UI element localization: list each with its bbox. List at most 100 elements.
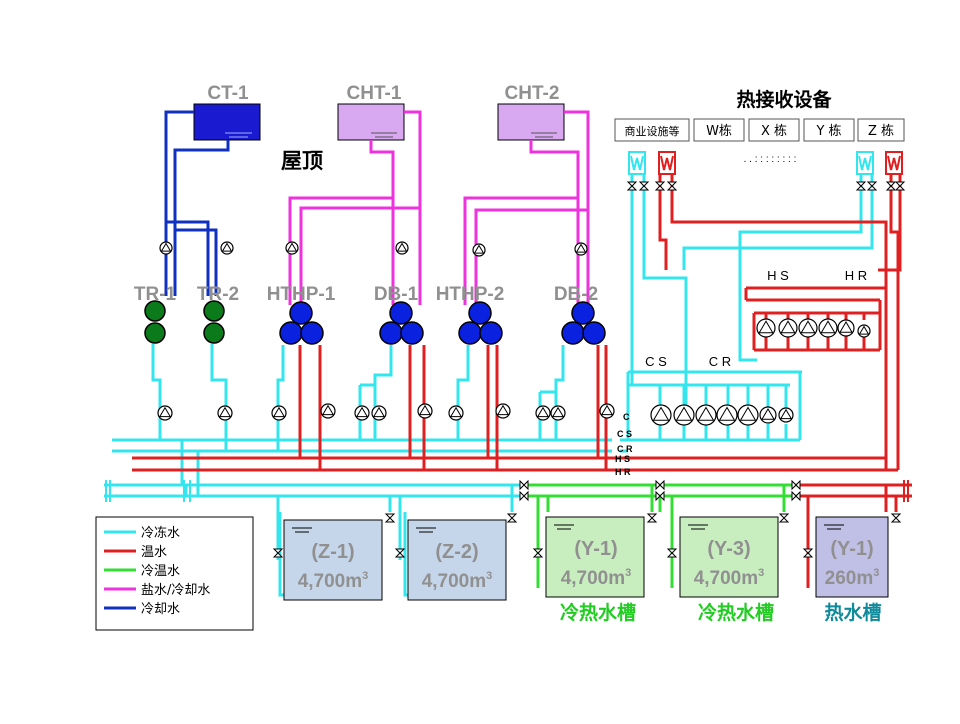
pump-icon (778, 318, 798, 338)
cht1-label: CHT-1 (347, 83, 402, 104)
valve-icon (866, 181, 878, 191)
tr1-label: TR-1 (134, 284, 177, 305)
building-boxes: 商业设施等 W栋 X 栋 Y 栋 Z 栋 (614, 118, 905, 142)
valve-icon (655, 490, 665, 502)
roof-label: 屋顶 (281, 149, 323, 173)
heat-exchanger-icons (628, 151, 903, 175)
tank-id: (Z-2) (435, 541, 478, 563)
valve-icon (778, 513, 790, 523)
db1-unit (379, 301, 424, 345)
tank-volume: 260m3 (825, 567, 880, 589)
building-label: W栋 (706, 123, 732, 139)
valve-icon (654, 181, 666, 191)
valve-icon (802, 548, 814, 558)
hs-header-label: H S (767, 268, 789, 283)
pump-icon (857, 324, 871, 338)
valve-icon (666, 548, 678, 558)
hthp1-unit (279, 301, 324, 345)
tank-volume: 4,700m3 (422, 570, 493, 592)
hr-header-label: H R (845, 268, 867, 283)
pump-icon (354, 405, 370, 421)
line-label-c: C (623, 412, 630, 422)
pump-icon (759, 406, 777, 424)
pump-icon (574, 242, 588, 256)
pump-icon (756, 318, 776, 338)
cs-header-label: C S (645, 354, 667, 369)
hthp2-unit (458, 301, 503, 345)
pump-icon (417, 403, 433, 419)
tank-id: (Y-1) (574, 538, 617, 560)
pump-icon (737, 404, 759, 426)
brine-pipes (288, 110, 590, 305)
valve-icon (394, 548, 406, 558)
valve-icon (890, 513, 902, 523)
storage-tank-y1: (Y-1) 4,700m3 (545, 516, 645, 598)
pump-icon (673, 404, 695, 426)
valve-icon (519, 490, 529, 502)
pump-icon (371, 405, 387, 421)
pump-icon (285, 241, 299, 255)
line-label-cs: C S (617, 429, 632, 439)
pump-icon (159, 241, 173, 255)
valve-icon (532, 548, 544, 558)
storage-tank-z2: (Z-2) 4,700m3 (407, 519, 507, 601)
storage-tank-y3: (Y-3) 4,700m3 (679, 516, 779, 598)
building-hot-pipes (658, 174, 902, 470)
tank-cht2: CHT-2 (497, 83, 565, 141)
pump-icon (157, 405, 173, 421)
valve-icon (855, 181, 867, 191)
ellipsis-dots: . . : : : : : : : : (744, 154, 797, 165)
valve-icon (519, 479, 529, 491)
tank-caption: 冷热水槽 (698, 601, 774, 624)
pump-icon (271, 405, 287, 421)
valve-icon (626, 181, 638, 191)
valve-icon (894, 181, 906, 191)
pump-icon (837, 319, 855, 337)
valve-icon (791, 479, 801, 491)
building-label: Z 栋 (868, 123, 894, 139)
cooling-tower-ct1: CT-1 (193, 83, 261, 141)
tr2-unit (203, 300, 225, 344)
pump-icon (798, 318, 818, 338)
line-label-hs: H S (615, 454, 630, 464)
heat-receiving-title: 热接收设备 (736, 88, 832, 111)
tr2-label: TR-2 (197, 284, 239, 305)
pipe-end-caps (105, 480, 909, 502)
cooling-water-pipes (164, 110, 230, 296)
tank-caption: 冷热水槽 (560, 601, 636, 624)
pump-icon (695, 404, 717, 426)
legend-label: 冷冻水 (141, 525, 180, 541)
main-line-labels: C C S C R H S H R (615, 412, 633, 477)
pump-icon (716, 404, 738, 426)
pump-icon (395, 241, 409, 255)
tank-caption: 热水槽 (824, 601, 881, 624)
tank-cht1: CHT-1 (337, 83, 405, 141)
ct1-label: CT-1 (207, 83, 249, 104)
valve-icon (791, 490, 801, 502)
pump-icon (220, 241, 234, 255)
cr-header-label: C R (709, 354, 731, 369)
legend-label: 冷却水 (141, 602, 180, 617)
legend-label: 温水 (141, 545, 167, 560)
valve-icon (272, 548, 284, 558)
legend-label: 冷温水 (141, 564, 180, 579)
pump-icon (472, 243, 486, 257)
pump-icon (217, 405, 233, 421)
hthp2-label: HTHP-2 (436, 284, 505, 305)
valve-icon (885, 181, 897, 191)
hthp1-label: HTHP-1 (267, 284, 336, 305)
pump-icon (650, 404, 672, 426)
pump-icon (320, 403, 336, 419)
tank-id: (Y-3) (707, 538, 750, 560)
valve-icon (655, 479, 665, 491)
valve-icon (638, 181, 650, 191)
building-label: X 栋 (761, 123, 787, 139)
db2-unit (561, 301, 606, 345)
tr1-unit (144, 300, 166, 344)
valve-icon (384, 513, 396, 523)
line-label-cr: C R (617, 444, 633, 454)
pump-icon (550, 405, 566, 421)
storage-tank-hot: (Y-1) 260m3 (815, 516, 889, 598)
pump-icon (495, 403, 511, 419)
